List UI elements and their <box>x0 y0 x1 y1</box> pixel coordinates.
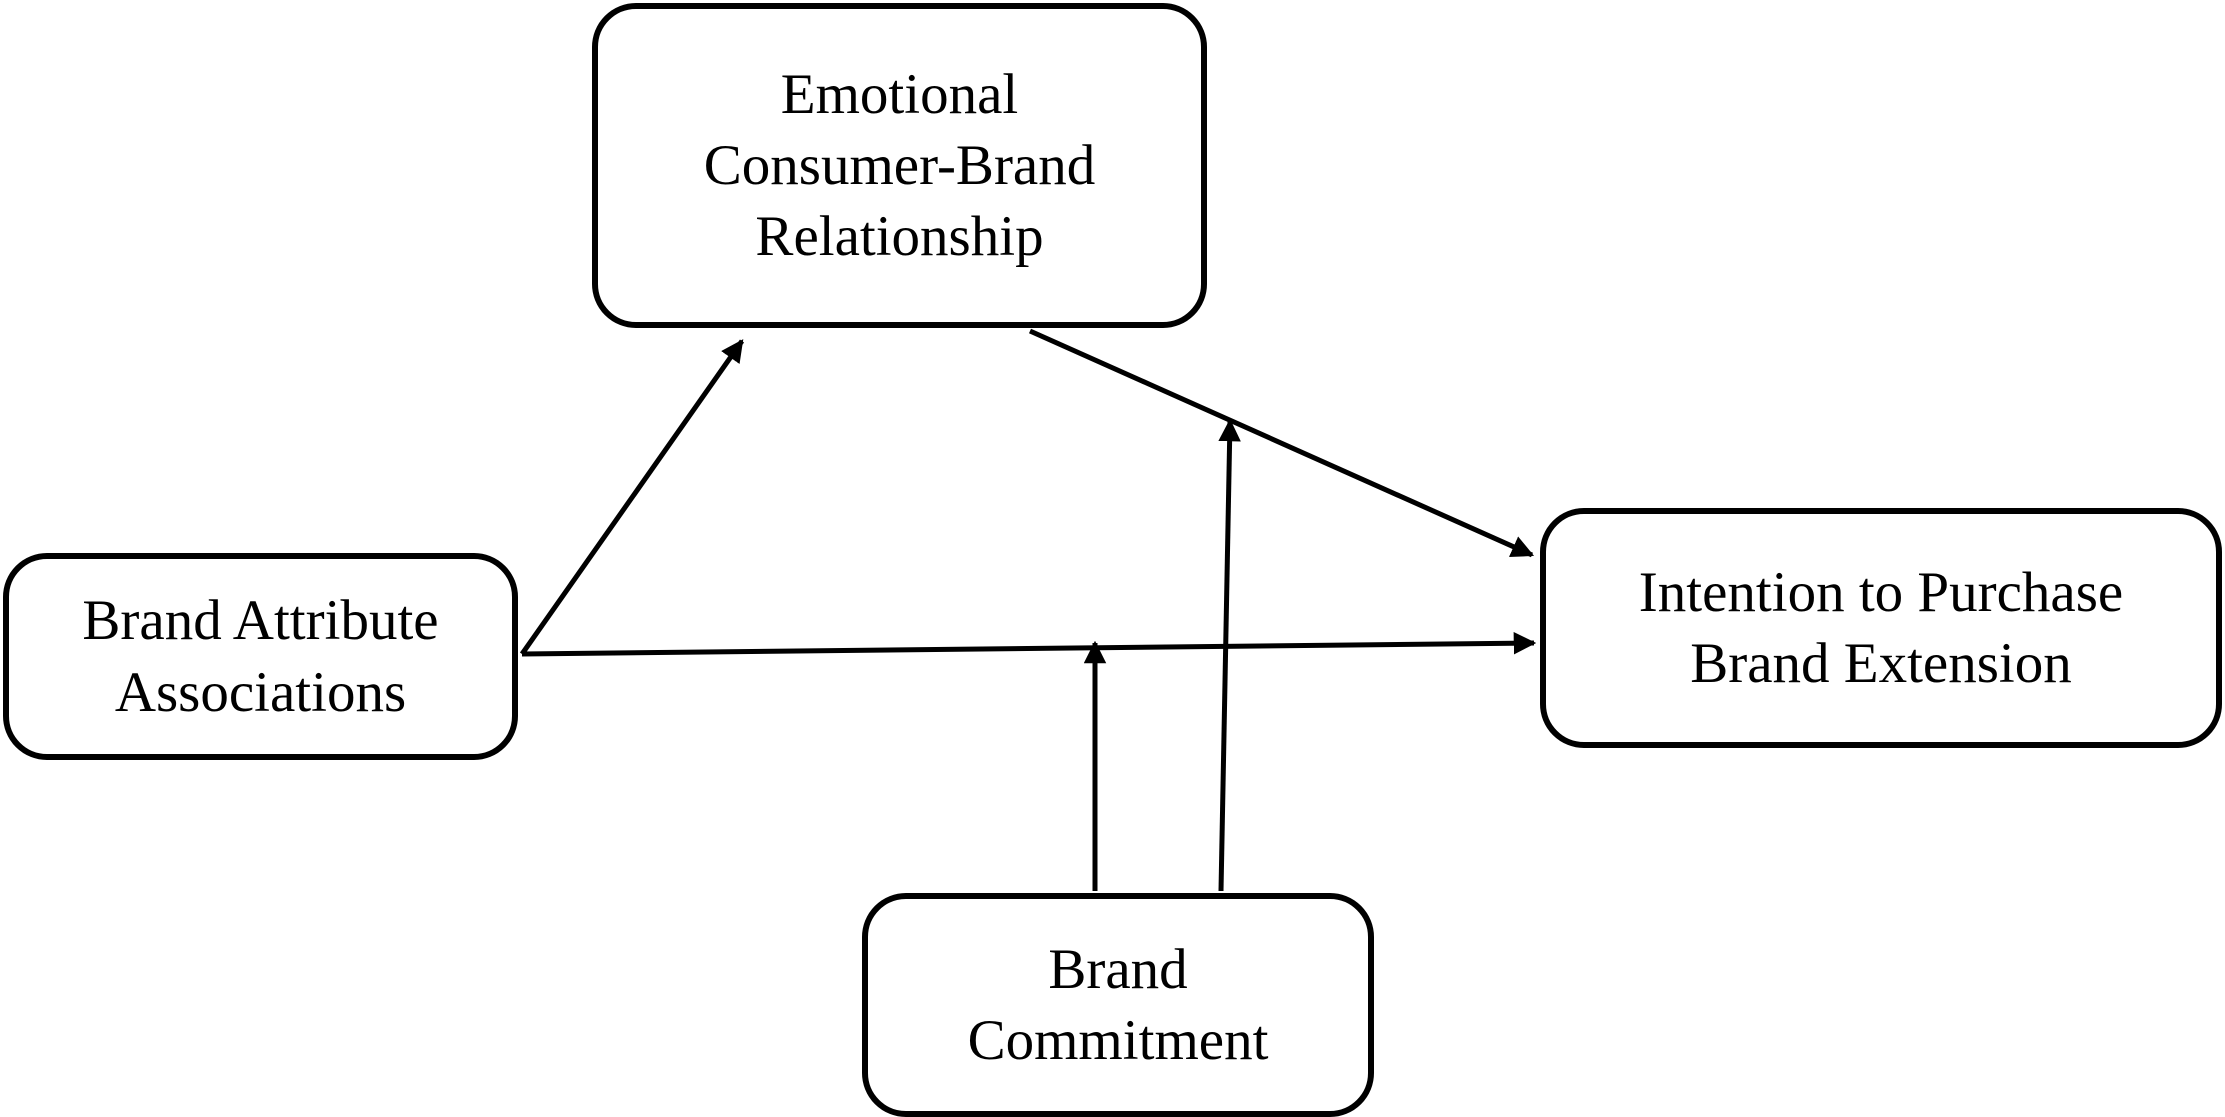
node-brand-attribute-associations: Brand Attribute Associations <box>3 553 518 760</box>
arrow-attribute-to-intention <box>521 631 1537 657</box>
node-label: Intention to Purchase Brand Extension <box>1638 560 2124 695</box>
arrow-attribute-to-emotional <box>519 339 745 656</box>
node-brand-commitment: Brand Commitment <box>862 893 1374 1117</box>
arrow-commitment-moderates-relationship-path <box>1218 418 1241 892</box>
node-emotional-consumer-brand-relationship: Emotional Consumer-Brand Relationship <box>592 3 1207 328</box>
node-label: Brand Commitment <box>967 937 1269 1072</box>
node-label: Emotional Consumer-Brand Relationship <box>703 62 1096 269</box>
node-label: Brand Attribute Associations <box>82 589 439 724</box>
arrow-emotional-to-intention <box>1028 328 1535 558</box>
node-intention-to-purchase-brand-extension: Intention to Purchase Brand Extension <box>1540 508 2222 748</box>
